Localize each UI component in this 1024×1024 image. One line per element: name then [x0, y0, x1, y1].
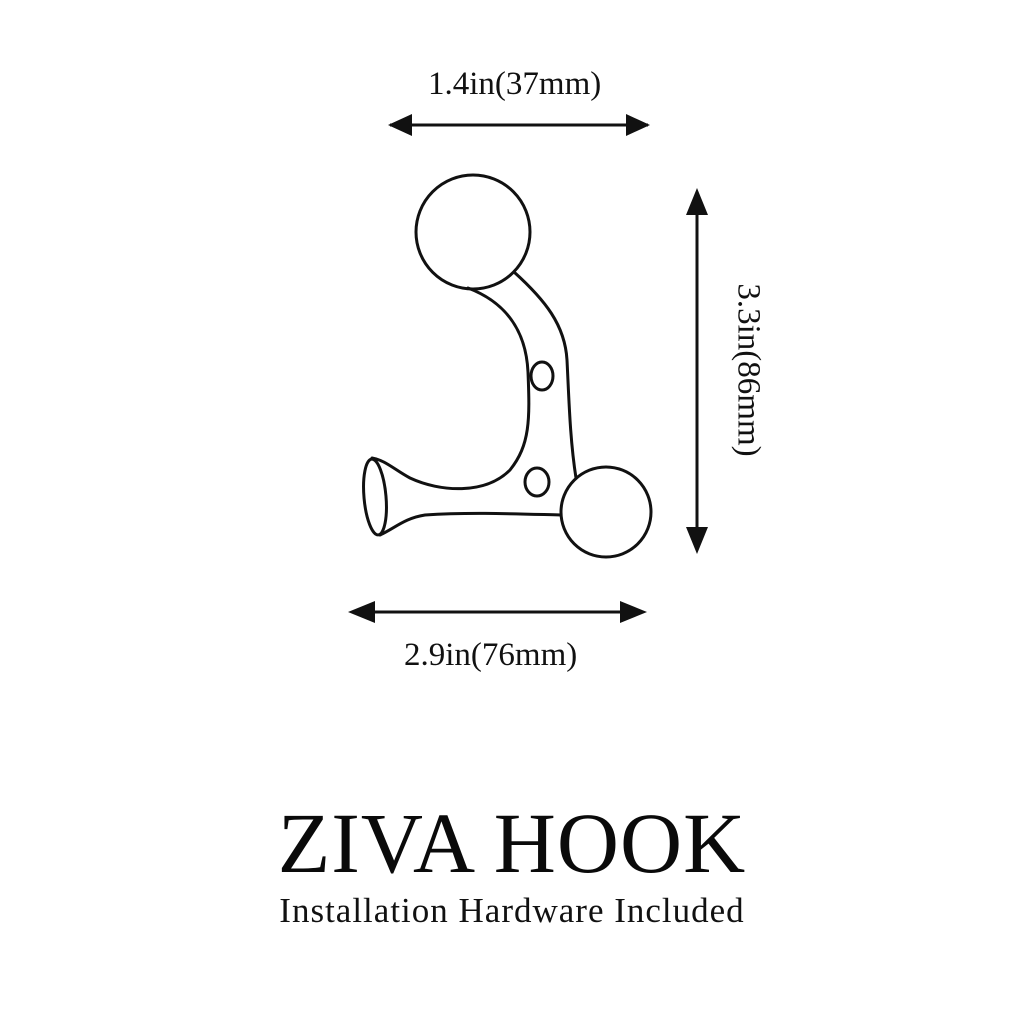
width-bottom-label: 2.9in(76mm): [404, 637, 578, 673]
height-right-label: 3.3in(86mm): [730, 283, 767, 457]
width-top-label: 1.4in(37mm): [428, 66, 602, 102]
top-dimension-arrow-icon: [388, 114, 650, 136]
product-title: ZIVA HOOK: [277, 795, 747, 891]
bottom-dimension-arrow-icon: [348, 601, 647, 623]
hook-outline-icon: [362, 173, 653, 559]
right-dimension-arrow-icon: [686, 188, 708, 554]
product-subtitle: Installation Hardware Included: [279, 891, 745, 930]
